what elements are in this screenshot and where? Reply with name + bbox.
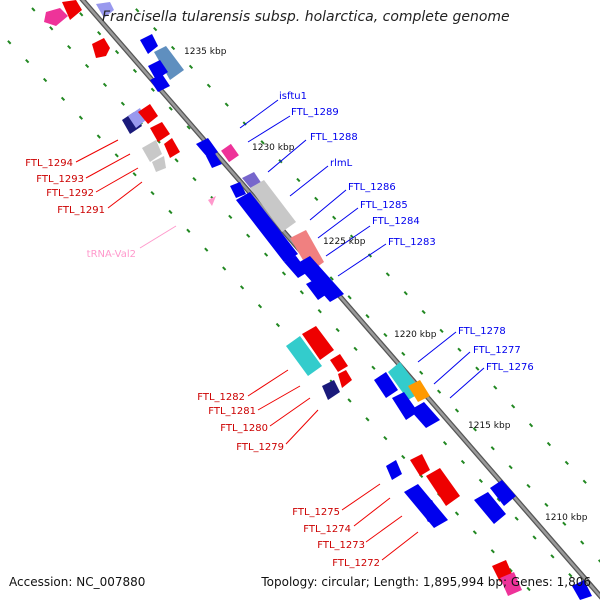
gene-label-ftl1286: FTL_1286 (348, 182, 396, 193)
gene-cluster-upper-right (140, 34, 344, 302)
gene-label-ftl1289: FTL_1289 (291, 107, 339, 118)
gene-label-ftl1283: FTL_1283 (388, 237, 436, 248)
tick-label: 1215 kbp (468, 421, 511, 431)
forward-gene-labels: isftu1 FTL_1289 FTL_1288 rlmL FTL_1286 F… (279, 91, 534, 373)
top-edge-features (44, 0, 114, 26)
gene-label-ftl1280: FTL_1280 (220, 423, 268, 434)
leader-lines-red (75, 139, 419, 561)
gene-label-ftl1284: FTL_1284 (372, 216, 420, 227)
leader-lines-blue (239, 99, 485, 399)
gene-label-ftl1281: FTL_1281 (208, 406, 256, 417)
leader-line-trna (139, 225, 177, 249)
gene-cluster-ftl1279-1282 (286, 326, 352, 400)
gene-cluster-ftl1272-1275 (386, 454, 592, 600)
gene-label-ftl1294: FTL_1294 (25, 158, 73, 169)
gene-label-ftl1273: FTL_1273 (317, 540, 365, 551)
tick-label: 1220 kbp (394, 330, 437, 340)
gene-label-ftl1276: FTL_1276 (486, 362, 534, 373)
gene-cluster-ftl1276-1278 (374, 362, 440, 428)
gene-label-ftl1292: FTL_1292 (46, 188, 94, 199)
gene-label-ftl1285: FTL_1285 (360, 200, 408, 211)
tick-label: 1225 kbp (323, 237, 366, 247)
gene-label-ftl1279: FTL_1279 (236, 442, 284, 453)
gene-label-rlmL: rlmL (330, 158, 353, 169)
gene-label-ftl1277: FTL_1277 (473, 345, 521, 356)
tick-label: 1235 kbp (184, 47, 227, 57)
gene-label-ftl1288: FTL_1288 (310, 132, 358, 143)
reverse-gene-labels: FTL_1294 FTL_1293 FTL_1292 FTL_1291 FTL_… (25, 158, 380, 569)
gene-label-ftl1274: FTL_1274 (303, 524, 351, 535)
gene-label-ftl1278: FTL_1278 (458, 326, 506, 337)
backbone (79, 0, 600, 600)
genome-summary-text: Topology: circular; Length: 1,895,994 bp… (261, 575, 591, 589)
gene-label-trna-val2: tRNA-Val2 (87, 249, 136, 260)
map-title: Francisella tularensis subsp. holarctica… (102, 9, 510, 25)
tick-label: 1230 kbp (252, 143, 295, 153)
accession-text: Accession: NC_007880 (9, 575, 146, 589)
gene-label-ftl1291: FTL_1291 (57, 205, 105, 216)
gene-label-isftu1: isftu1 (279, 91, 307, 102)
gene-label-ftl1282: FTL_1282 (197, 392, 245, 403)
gene-label-ftl1272: FTL_1272 (332, 558, 380, 569)
gene-label-ftl1275: FTL_1275 (292, 507, 340, 518)
tick-label: 1210 kbp (545, 513, 588, 523)
gene-cluster-ftl1291-1294 (92, 38, 180, 172)
gene-label-ftl1293: FTL_1293 (36, 174, 84, 185)
scale-labels: 1235 kbp 1230 kbp 1225 kbp 1220 kbp 1215… (184, 47, 588, 523)
